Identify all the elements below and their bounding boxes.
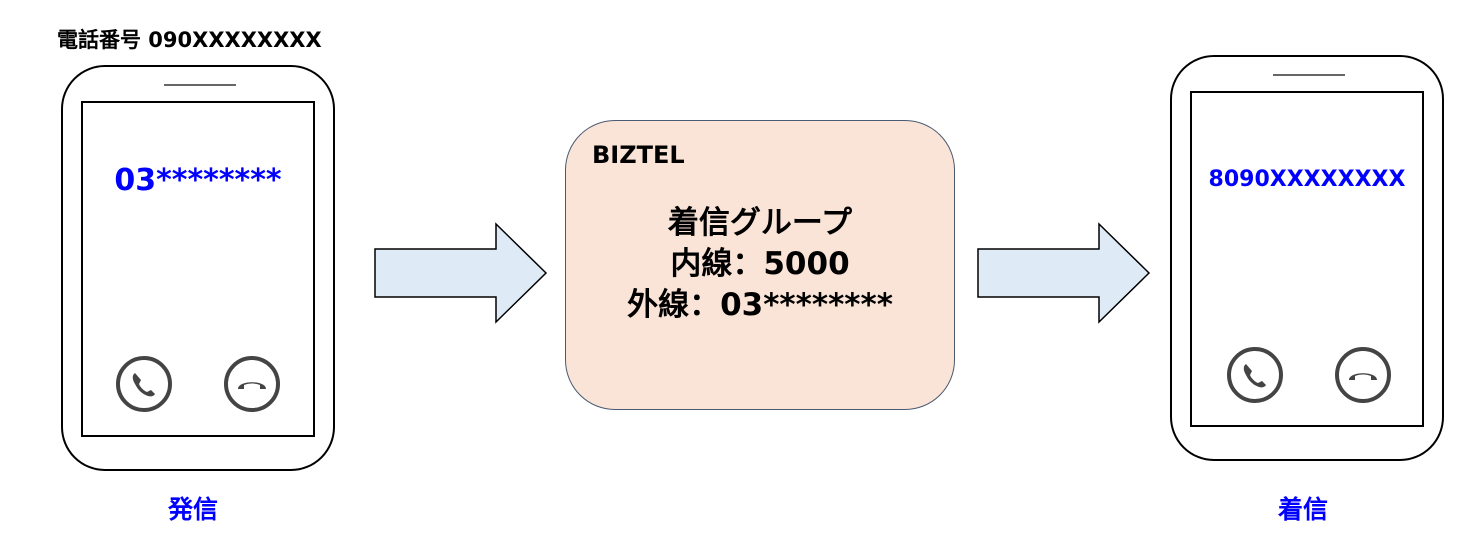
end-call-icon[interactable]	[223, 355, 281, 413]
caller-phone: 03********	[61, 65, 335, 471]
speaker	[1273, 74, 1345, 76]
biztel-title: BIZTEL	[592, 141, 685, 169]
end-call-icon[interactable]	[1334, 346, 1392, 404]
answer-call-icon[interactable]	[1226, 346, 1284, 404]
caller-phone-number-label: 電話番号 090XXXXXXXX	[57, 28, 322, 52]
incoming-group-label: 着信グループ	[667, 205, 853, 241]
receiver-screen: 8090XXXXXXXX	[1190, 91, 1424, 427]
biztel-box: BIZTEL 着信グループ 内線：5000 外線：03********	[565, 120, 955, 410]
receiver-phone: 8090XXXXXXXX	[1170, 55, 1444, 461]
answer-call-icon[interactable]	[115, 355, 173, 413]
caller-screen: 03********	[81, 101, 315, 437]
extension-number: 内線：5000	[670, 246, 850, 282]
caller-caption: 発信	[168, 495, 219, 524]
caller-screen-number: 03********	[114, 163, 282, 198]
right-arrow-icon	[977, 222, 1151, 324]
speaker	[164, 84, 236, 86]
right-arrow-icon	[374, 222, 548, 324]
receiver-caption: 着信	[1278, 495, 1329, 524]
external-number: 外線：03********	[627, 287, 893, 323]
receiver-screen-number: 8090XXXXXXXX	[1208, 167, 1406, 192]
